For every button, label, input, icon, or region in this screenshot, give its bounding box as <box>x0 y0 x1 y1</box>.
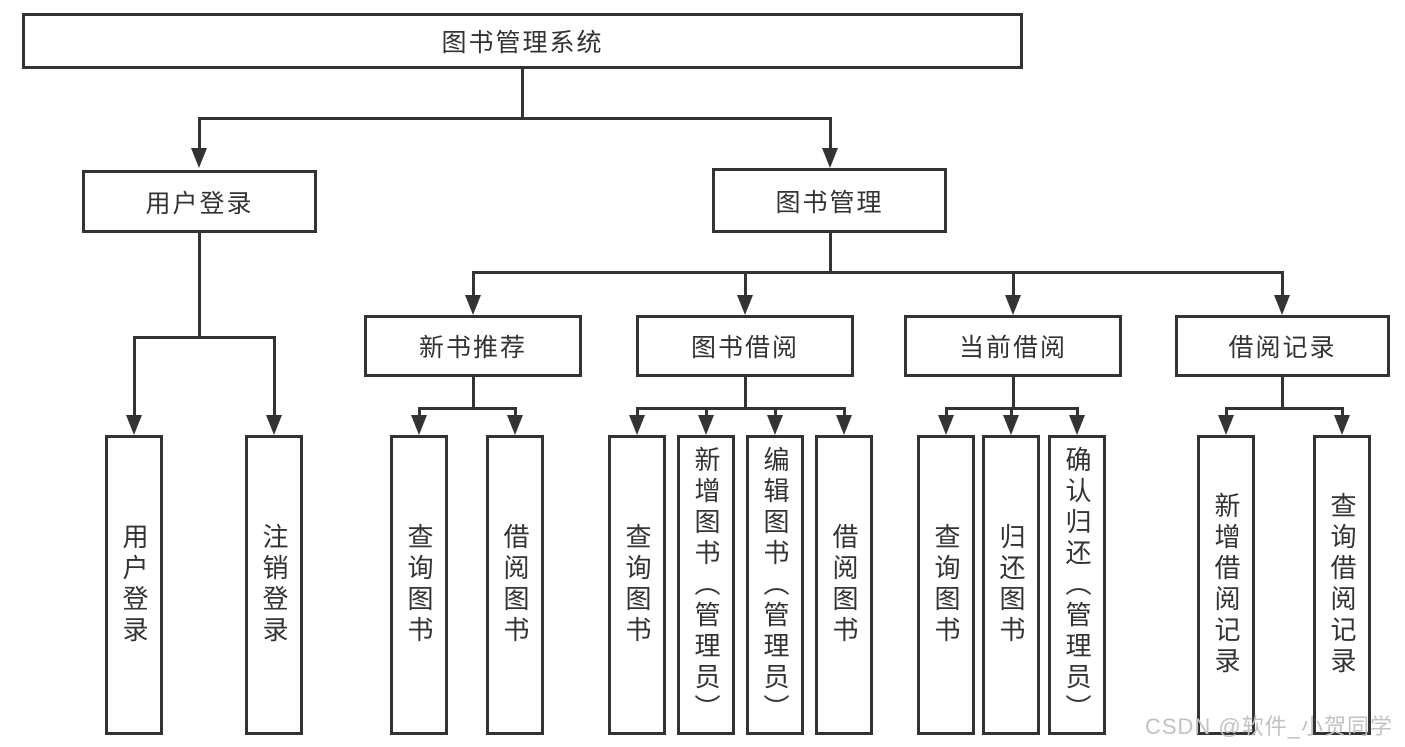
connector-arrowhead-down <box>1005 295 1021 315</box>
connector-line <box>1012 377 1015 410</box>
node-label: 图书借阅 <box>690 334 799 362</box>
node-label: 查询图书 <box>622 523 652 647</box>
connector-line <box>273 336 276 417</box>
connector-arrowhead-down <box>191 148 207 168</box>
connector-arrowhead-down <box>1334 415 1350 435</box>
connector-arrowhead-down <box>1003 415 1019 435</box>
connector-line <box>418 407 421 417</box>
node-label: 查询图书 <box>931 523 961 647</box>
node-root-book-management-system: 图书管理系统 <box>22 13 1023 69</box>
node-label: 借阅图书 <box>829 523 859 647</box>
node-label: 归还图书 <box>996 523 1026 647</box>
connector-arrowhead-down <box>938 415 954 435</box>
connector-line <box>133 336 136 417</box>
node-leaf-query-books-1: 查询图书 <box>390 435 448 735</box>
watermark-text: CSDN @软件_小贺同学 <box>1144 714 1393 739</box>
connector-line <box>744 271 747 297</box>
node-leaf-return-books: 归还图书 <box>982 435 1040 735</box>
node-leaf-add-books-admin: 新增图书（管理员） <box>677 435 735 735</box>
connector-arrowhead-down <box>1274 295 1290 315</box>
connector-line <box>472 271 1284 274</box>
connector-line <box>418 407 517 410</box>
connector-arrowhead-down <box>822 148 838 168</box>
connector-line <box>1012 271 1015 297</box>
node-current-borrowing: 当前借阅 <box>904 315 1122 377</box>
node-leaf-confirm-return-admin: 确认归还（管理员） <box>1048 435 1106 735</box>
connector-arrowhead-down <box>698 415 714 435</box>
node-label: 当前借阅 <box>958 334 1067 362</box>
node-leaf-borrow-books-2: 借阅图书 <box>815 435 873 735</box>
connector-arrowhead-down <box>1218 415 1234 435</box>
connector-line <box>472 271 475 297</box>
node-leaf-query-books-3: 查询图书 <box>917 435 975 735</box>
connector-arrowhead-down <box>1069 415 1085 435</box>
connector-line <box>1341 407 1344 417</box>
node-label: 图书管理系统 <box>441 29 604 57</box>
connector-line <box>1281 377 1284 410</box>
connector-line <box>829 233 832 274</box>
node-leaf-add-borrow-record: 新增借阅记录 <box>1197 435 1255 735</box>
node-label: 用户登录 <box>119 523 149 647</box>
connector-arrowhead-down <box>266 415 282 435</box>
node-label: 新增图书（管理员） <box>691 445 721 725</box>
connector-line <box>1281 271 1284 297</box>
node-label: 用户登录 <box>145 189 254 218</box>
connector-line <box>514 407 517 417</box>
node-label: 注销登录 <box>259 523 289 647</box>
node-leaf-borrow-books-1: 借阅图书 <box>486 435 544 735</box>
node-leaf-user-login: 用户登录 <box>105 435 163 735</box>
node-leaf-query-books-2: 查询图书 <box>608 435 666 735</box>
node-label: 图书管理 <box>775 188 884 217</box>
connector-arrowhead-down <box>411 415 427 435</box>
connector-line <box>843 407 846 417</box>
connector-line <box>1076 407 1079 417</box>
connector-line <box>1010 407 1013 417</box>
connector-arrowhead-down <box>836 415 852 435</box>
connector-arrowhead-down <box>629 415 645 435</box>
node-label: 编辑图书（管理员） <box>760 445 790 725</box>
connector-line <box>1225 407 1344 410</box>
node-book-management-branch: 图书管理 <box>712 168 947 233</box>
connector-line <box>472 377 475 410</box>
connector-arrowhead-down <box>737 295 753 315</box>
node-borrowing-records: 借阅记录 <box>1175 315 1390 377</box>
node-user-login-branch: 用户登录 <box>82 170 317 233</box>
node-book-borrowing: 图书借阅 <box>636 315 854 377</box>
connector-arrowhead-down <box>507 415 523 435</box>
connector-line <box>705 407 708 417</box>
connector-line <box>1225 407 1228 417</box>
node-leaf-query-borrow-record: 查询借阅记录 <box>1313 435 1371 735</box>
node-label: 新增借阅记录 <box>1211 492 1241 678</box>
connector-line <box>521 68 524 120</box>
connector-line <box>198 233 201 339</box>
connector-arrowhead-down <box>126 415 142 435</box>
connector-line <box>829 117 832 150</box>
node-label: 新书推荐 <box>418 334 527 362</box>
node-new-book-recommendation: 新书推荐 <box>364 315 582 377</box>
node-label: 查询借阅记录 <box>1327 492 1357 678</box>
node-label: 借阅记录 <box>1228 334 1337 362</box>
node-label: 确认归还（管理员） <box>1062 445 1092 725</box>
node-leaf-edit-books-admin: 编辑图书（管理员） <box>746 435 804 735</box>
connector-line <box>133 336 276 339</box>
node-label: 查询图书 <box>404 523 434 647</box>
connector-line <box>774 407 777 417</box>
connector-arrowhead-down <box>465 295 481 315</box>
connector-line <box>636 407 846 410</box>
connector-line <box>945 407 948 417</box>
connector-arrowhead-down <box>767 415 783 435</box>
node-label: 借阅图书 <box>500 523 530 647</box>
connector-line <box>744 377 747 410</box>
node-leaf-logout: 注销登录 <box>245 435 303 735</box>
connector-line <box>198 117 832 120</box>
connector-line <box>198 117 201 150</box>
connector-line <box>636 407 639 417</box>
